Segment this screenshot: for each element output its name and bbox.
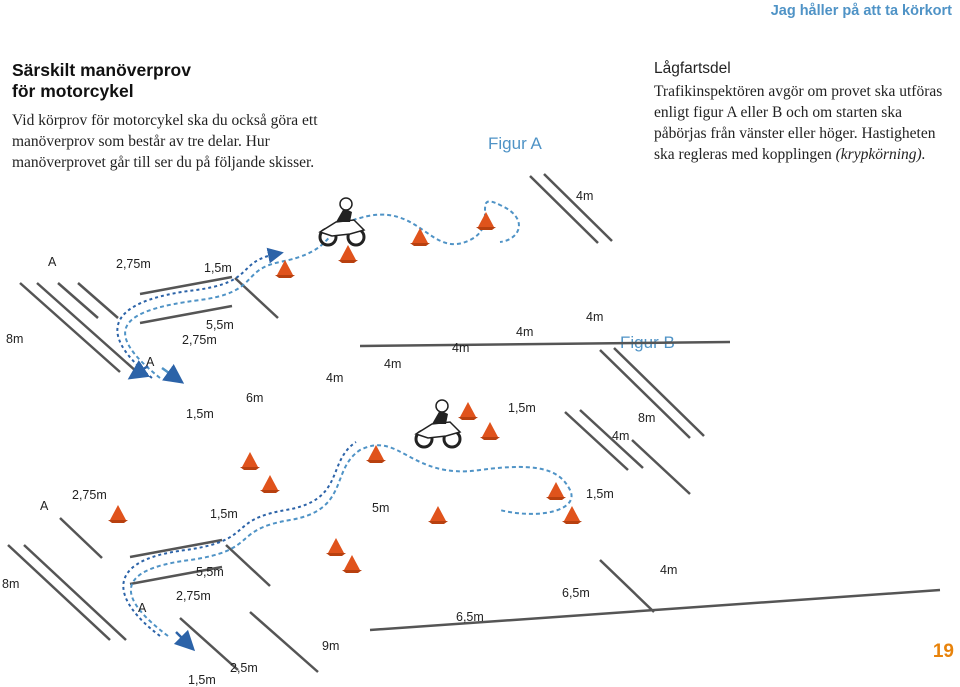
- fig-b-gate-2: [129, 565, 223, 586]
- cone-icon: [410, 228, 430, 246]
- figure-a-label: Figur A: [488, 134, 542, 153]
- cone-icon: [366, 445, 386, 463]
- fig-a-lane-start-2: [77, 282, 119, 319]
- fig-b-dim-275: 2,75m: [72, 488, 107, 502]
- fig-a-dim-4a: 4m: [326, 371, 343, 385]
- fig-a-gate-side: [234, 277, 279, 319]
- fig-b-dim-5: 5m: [372, 501, 389, 515]
- fig-b-gate-side: [225, 544, 271, 587]
- fig-b-route-path-2: [122, 441, 357, 637]
- fig-a-dim-4d: 4m: [516, 325, 533, 339]
- fig-a-right-2: [579, 409, 644, 469]
- running-header: Jag håller på att ta körkort: [770, 3, 952, 19]
- fig-a-right-4: [613, 347, 705, 437]
- fig-b-dim-25: 2,5m: [230, 661, 258, 675]
- fig-a-edge-left-1: [19, 282, 121, 373]
- fig-a-dim-275b: 2,75m: [182, 333, 217, 347]
- low-speed-title: Lågfartsdel: [654, 60, 731, 77]
- fig-a-dim-4e: 4m: [586, 310, 603, 324]
- fig-b-dim-15r: 1,5m: [586, 487, 614, 501]
- fig-a-dim-4c: 4m: [452, 341, 469, 355]
- fig-a-edge-left-2: [36, 282, 138, 373]
- fig-a-right-3: [599, 349, 691, 439]
- section-title-line1: Särskilt manöverprov: [12, 60, 191, 80]
- fig-a-route-path-2: [116, 247, 284, 379]
- page-number: 19: [932, 641, 954, 662]
- motorcycle-icon: [318, 196, 366, 247]
- fig-b-dim-a2: A: [138, 601, 147, 615]
- fig-a-dim-55: 5,5m: [206, 318, 234, 332]
- fig-a-start-arrow-2: [161, 364, 185, 384]
- cone-icon: [326, 538, 346, 556]
- fig-b-edge-left-1: [7, 544, 111, 641]
- fig-b-bottom-1: [179, 617, 239, 671]
- cone-icon: [260, 475, 280, 493]
- cone-icon: [562, 506, 582, 524]
- fig-b-dim-65: 6,5m: [456, 610, 484, 624]
- fig-b-dim-8: 8m: [638, 411, 655, 425]
- fig-b-dim-55: 5,5m: [196, 565, 224, 579]
- fig-b-dim-a: A: [40, 499, 49, 513]
- fig-a-dim-a2: A: [146, 355, 155, 369]
- cone-icon: [476, 212, 496, 230]
- cone-icon: [480, 422, 500, 440]
- cone-icon: [240, 452, 260, 470]
- fig-b-start-arrow: [173, 629, 196, 652]
- fig-a-dim-4b: 4m: [384, 357, 401, 371]
- fig-a-dim-8: 8m: [6, 332, 23, 346]
- fig-a-end-1: [529, 175, 599, 244]
- fig-a-dim-15: 1,5m: [204, 261, 232, 275]
- fig-b-dim-8left: 8m: [2, 577, 19, 591]
- section-title-line2: för motorcykel: [12, 81, 134, 101]
- low-speed-paragraph: Trafikinspektören avgör om provet ska ut…: [654, 81, 954, 165]
- fig-a-gate-1: [139, 275, 233, 296]
- cone-icon: [428, 506, 448, 524]
- fig-b-dim-4: 4m: [660, 563, 677, 577]
- fig-b-dim-15mid: 1,5m: [508, 401, 536, 415]
- cone-icon: [546, 482, 566, 500]
- fig-b-right-1: [599, 559, 655, 613]
- cone-icon: [338, 245, 358, 263]
- fig-a-baseline: [359, 340, 731, 348]
- intro-paragraph: Vid körprov för motorcykel ska du också …: [12, 112, 318, 171]
- fig-b-gate-1: [129, 538, 223, 559]
- fig-b-dim-65b: 6,5m: [562, 586, 590, 600]
- fig-a-right-1: [564, 411, 629, 471]
- fig-a-dim-a: A: [48, 255, 57, 269]
- cone-icon: [458, 402, 478, 420]
- cone-icon: [342, 555, 362, 573]
- figure-a-cones: [275, 212, 496, 278]
- fig-b-route-path: [130, 444, 573, 637]
- figure-a-dimensions: A 2,75m 1,5m 8m 5,5m 2,75m A 1,5m 6m 4m …: [6, 189, 603, 421]
- figure-b-dimensions: 1,5m 4m 8m A 2,75m 1,5m 5m 1,5m 8m 5,5m …: [2, 401, 677, 687]
- section-title: Särskilt manöverprov för motorcykel: [12, 60, 312, 102]
- fig-b-dim-275b: 2,75m: [176, 589, 211, 603]
- fig-b-bottom-2: [249, 611, 319, 673]
- figure-b-route: [122, 441, 573, 652]
- low-speed-text-italic: (krypkörning).: [835, 146, 926, 163]
- fig-b-dim-4: 4m: [612, 429, 629, 443]
- fig-b-dim-9: 9m: [322, 639, 339, 653]
- fig-a-dim-6: 6m: [246, 391, 263, 405]
- figure-b-diagram: [7, 439, 941, 673]
- fig-a-gate-2: [139, 304, 233, 325]
- fig-a-end-2: [543, 173, 613, 242]
- low-speed-text: Trafikinspektören avgör om provet ska ut…: [654, 83, 943, 163]
- fig-a-lane-start: [57, 282, 99, 319]
- fig-b-baseline: [369, 588, 941, 632]
- fig-a-start-arrow: [127, 360, 150, 380]
- fig-b-right-2: [631, 439, 691, 495]
- fig-a-dim-4top: 4m: [576, 189, 593, 203]
- fig-a-dim-15b: 1,5m: [186, 407, 214, 421]
- motorcycle-icon: [414, 398, 462, 449]
- fig-a-dim-275: 2,75m: [116, 257, 151, 271]
- figure-a-diagram: [19, 173, 731, 471]
- fig-b-dim-15bot: 1,5m: [188, 673, 216, 687]
- fig-b-edge-left-2: [23, 544, 127, 641]
- fig-b-lane-start: [59, 517, 103, 559]
- fig-b-dim-15: 1,5m: [210, 507, 238, 521]
- cone-icon: [108, 505, 128, 523]
